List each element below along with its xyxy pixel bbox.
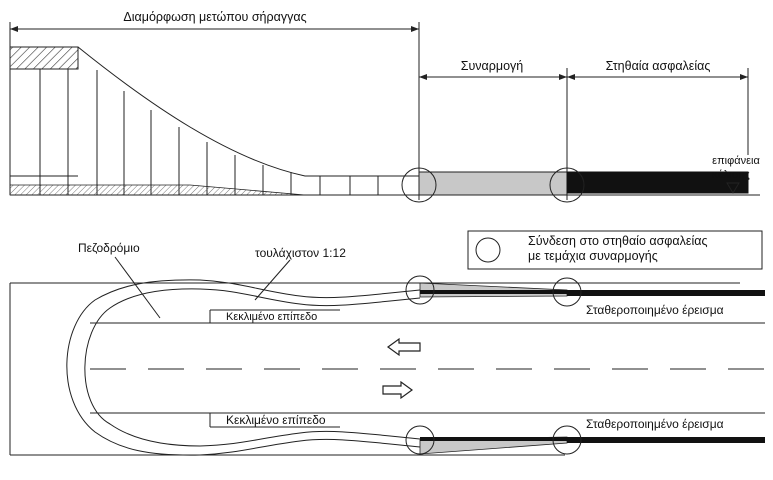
barrier-bottom-inner (420, 437, 567, 441)
label-sidewalk: Πεζοδρόμιο (78, 241, 140, 255)
label-inclined-plane-top: Κεκλιμένο επίπεδο (226, 311, 317, 323)
label-inclined-plane-bottom: Κεκλιμένο επίπεδο (226, 413, 326, 427)
connection-circle (405, 425, 435, 455)
plan-barriers (405, 275, 765, 455)
label-running-surface-1: επιφάνεια (712, 155, 760, 167)
barrier-top (567, 290, 765, 296)
foundation-wedge (9, 184, 306, 196)
connection-circle (552, 277, 582, 307)
legend-circle (475, 237, 501, 263)
surface-level-marker (726, 182, 740, 194)
label-slope: τουλάχιστον 1:12 (255, 246, 346, 260)
label-transition: Συναρμογή (461, 59, 524, 73)
legend: Σύνδεση στο στηθαίο ασφαλείας με τεμάχια… (467, 230, 763, 270)
arrow-left-icon (386, 337, 421, 357)
leader-lines (114, 256, 291, 319)
arrow-right-icon (382, 380, 414, 400)
legend-line-2: με τεμάχια συναρμογής (528, 249, 658, 263)
safety-barrier-bar (566, 171, 749, 194)
legend-line-1: Σύνδεση στο στηθαίο ασφαλείας (528, 234, 708, 248)
transition-piece (418, 171, 568, 196)
connection-circle (405, 275, 435, 305)
elevation-view: Διαμόρφωση μετώπου σήραγγας Συναρμογή Στ… (9, 10, 760, 203)
connection-circle (552, 425, 582, 455)
label-stabilized-support-bottom: Σταθεροποιημένο έρεισμα (586, 417, 724, 431)
connection-circle (549, 167, 585, 203)
label-tunnel-face-shaping: Διαμόρφωση μετώπου σήραγγας (123, 10, 306, 24)
label-safety-barrier: Στηθαία ασφαλείας (606, 59, 711, 73)
direction-arrows (382, 337, 421, 400)
barrier-bottom (567, 437, 765, 443)
label-running-surface-2: κύλισης (712, 169, 750, 181)
label-stabilized-support-top: Σταθεροποιημένο έρεισμα (586, 303, 724, 317)
plan-view (9, 279, 765, 456)
portal-wall (9, 44, 419, 196)
connection-circle (401, 167, 437, 203)
barrier-top-inner (420, 290, 567, 294)
dimension-tunnel-face (9, 22, 420, 200)
